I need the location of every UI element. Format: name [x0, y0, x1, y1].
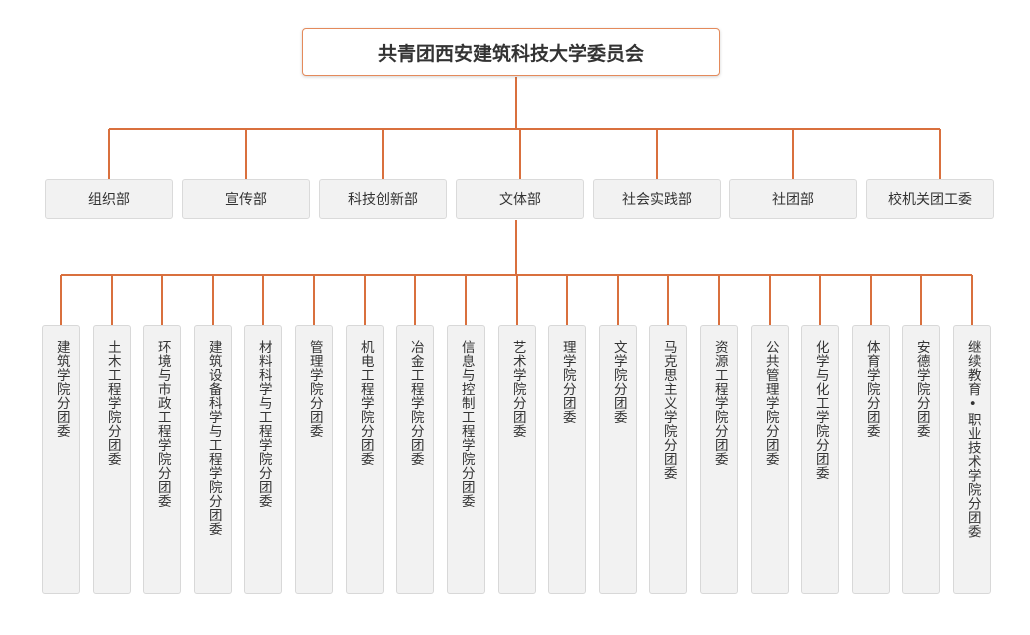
college-unit-box: 机电工程学院分团委 — [346, 325, 384, 594]
college-unit-label: 安德学院分团委 — [913, 340, 930, 438]
college-unit-box: 体育学院分团委 — [852, 325, 890, 594]
college-unit-box: 冶金工程学院分团委 — [396, 325, 434, 594]
department-label: 组织部 — [88, 192, 130, 208]
college-unit-box: 信息与控制工程学院分团委 — [447, 325, 485, 594]
college-unit-label: 材料科学与工程学院分团委 — [255, 340, 272, 508]
college-unit-label: 继续教育•职业技术学院分团委 — [964, 340, 981, 539]
college-unit-label: 机电工程学院分团委 — [357, 340, 374, 466]
department-box: 组织部 — [45, 179, 173, 219]
college-unit-label: 管理学院分团委 — [306, 340, 323, 438]
college-unit-label: 文学院分团委 — [610, 340, 627, 424]
department-box: 校机关团工委 — [866, 179, 994, 219]
college-unit-box: 材料科学与工程学院分团委 — [244, 325, 282, 594]
department-box: 文体部 — [456, 179, 584, 219]
department-label: 宣传部 — [225, 192, 267, 208]
college-unit-box: 艺术学院分团委 — [498, 325, 536, 594]
college-unit-label: 建筑学院分团委 — [53, 340, 70, 438]
college-unit-label: 艺术学院分团委 — [509, 340, 526, 438]
college-unit-label: 化学与化工学院分团委 — [812, 340, 829, 480]
college-unit-box: 土木工程学院分团委 — [93, 325, 131, 594]
college-unit-label: 土木工程学院分团委 — [104, 340, 121, 466]
college-unit-label: 环境与市政工程学院分团委 — [154, 340, 171, 508]
college-unit-box: 化学与化工学院分团委 — [801, 325, 839, 594]
college-unit-label: 理学院分团委 — [559, 340, 576, 424]
department-label: 社会实践部 — [622, 192, 692, 208]
college-unit-box: 公共管理学院分团委 — [751, 325, 789, 594]
college-unit-box: 资源工程学院分团委 — [700, 325, 738, 594]
college-unit-label: 建筑设备科学与工程学院分团委 — [205, 340, 222, 536]
college-unit-label: 体育学院分团委 — [863, 340, 880, 438]
college-unit-label: 信息与控制工程学院分团委 — [458, 340, 475, 508]
root-committee-box: 共青团西安建筑科技大学委员会 — [302, 28, 720, 76]
college-unit-label: 资源工程学院分团委 — [711, 340, 728, 466]
college-unit-label: 冶金工程学院分团委 — [407, 340, 424, 466]
college-unit-box: 环境与市政工程学院分团委 — [143, 325, 181, 594]
root-committee-label: 共青团西安建筑科技大学委员会 — [377, 42, 644, 65]
department-box: 社团部 — [729, 179, 857, 219]
college-unit-box: 继续教育•职业技术学院分团委 — [953, 325, 991, 594]
college-unit-box: 理学院分团委 — [548, 325, 586, 594]
college-unit-box: 安德学院分团委 — [902, 325, 940, 594]
department-label: 文体部 — [499, 192, 541, 208]
college-unit-label: 公共管理学院分团委 — [762, 340, 779, 466]
college-unit-box: 马克思主义学院分团委 — [649, 325, 687, 594]
college-unit-box: 文学院分团委 — [599, 325, 637, 594]
department-label: 科技创新部 — [348, 192, 418, 208]
department-box: 科技创新部 — [319, 179, 447, 219]
department-box: 宣传部 — [182, 179, 310, 219]
college-unit-box: 建筑学院分团委 — [42, 325, 80, 594]
college-unit-label: 马克思主义学院分团委 — [660, 340, 677, 480]
college-unit-box: 建筑设备科学与工程学院分团委 — [194, 325, 232, 594]
department-label: 校机关团工委 — [888, 192, 972, 208]
department-box: 社会实践部 — [593, 179, 721, 219]
college-unit-box: 管理学院分团委 — [295, 325, 333, 594]
department-label: 社团部 — [772, 192, 814, 208]
